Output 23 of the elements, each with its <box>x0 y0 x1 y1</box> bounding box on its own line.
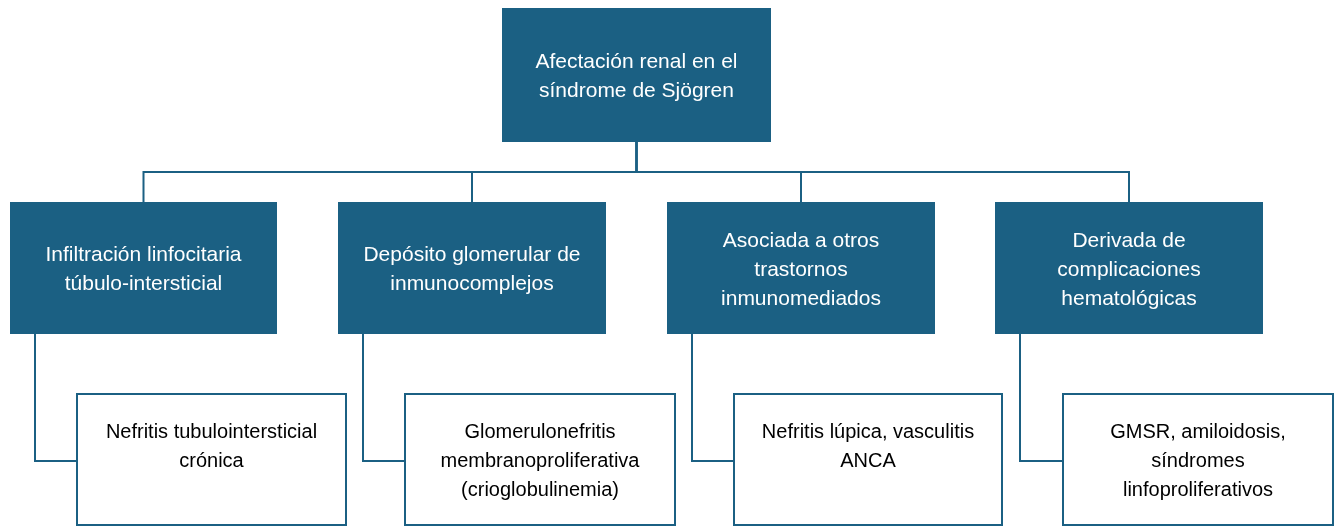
connector-line <box>635 141 1130 203</box>
detail-box <box>1062 393 1334 526</box>
category-box <box>338 202 606 334</box>
connector-line <box>1019 333 1063 462</box>
connector-line <box>362 333 405 462</box>
detail-box <box>404 393 676 526</box>
box-text: Glomerulonefritis membranoproliferativa (crioglobulinemia) <box>439 419 641 502</box>
detail-box <box>733 393 1003 526</box>
category-box <box>667 202 935 334</box>
category-box <box>502 8 771 142</box>
box-text: Nefritis tubulointersticial crónica <box>104 419 319 473</box>
category-box <box>10 202 277 334</box>
connector-line <box>691 333 734 462</box>
box-text: Depósito glomerular de inmunocomplejos <box>362 241 582 296</box>
box-text: GMSR, amiloidosis, síndromes linfoproliferativos <box>1109 419 1287 502</box>
detail-box <box>76 393 347 526</box>
category-box <box>995 202 1263 334</box>
box-text: Afectación renal en el síndrome de Sjögren <box>534 48 739 103</box>
box-text: Nefritis lúpica, vasculitis ANCA <box>760 419 976 473</box>
box-text: Infiltración linfocitaria túbulo-intersticial <box>44 241 243 296</box>
connector-line <box>34 333 77 462</box>
box-text: Derivada de complicaciones hematológicas <box>1056 226 1202 311</box>
box-text: Asociada a otros trastornos inmunomediados <box>720 226 882 311</box>
